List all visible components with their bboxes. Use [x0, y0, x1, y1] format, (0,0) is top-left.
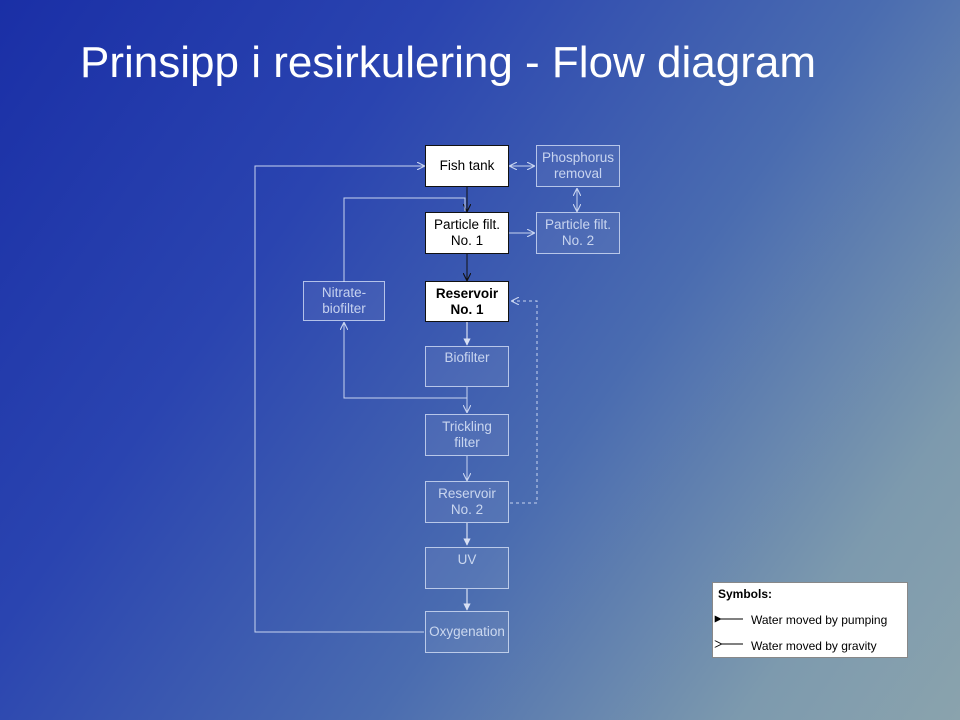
node-oxygenation: Oxygenation	[425, 611, 509, 653]
legend-arrows	[714, 615, 743, 659]
return-oxygenation-to-fishtank	[254, 166, 424, 633]
node-reservoir-2: Reservoir No. 2	[425, 481, 509, 523]
node-fish-tank: Fish tank	[425, 145, 509, 187]
legend-box: Symbols: Water moved by pumping Water mo…	[712, 582, 908, 658]
node-trickling-filter: Trickling filter	[425, 414, 509, 456]
node-particle-filt-2: Particle filt. No. 2	[536, 212, 620, 254]
legend-gravity-label: Water moved by gravity	[751, 639, 877, 653]
page-title: Prinsipp i resirkulering - Flow diagram	[80, 38, 817, 87]
legend-title: Symbols:	[718, 587, 773, 601]
node-phosphorus-removal: Phosphorus removal	[536, 145, 620, 187]
loop-nitrate-to-particle1	[343, 197, 466, 282]
legend-pumping-label: Water moved by pumping	[751, 613, 888, 627]
node-reservoir-1: Reservoir No. 1	[425, 281, 509, 322]
node-particle-filt-1: Particle filt. No. 1	[425, 212, 509, 254]
node-uv: UV	[425, 547, 509, 589]
node-nitrate-biofilter: Nitrate-biofilter	[303, 281, 385, 321]
node-biofilter: Biofilter	[425, 346, 509, 387]
dashed-overflow-reservoir2-to-reservoir1	[510, 301, 538, 504]
loop-to-nitrate-biofilter	[344, 323, 467, 399]
